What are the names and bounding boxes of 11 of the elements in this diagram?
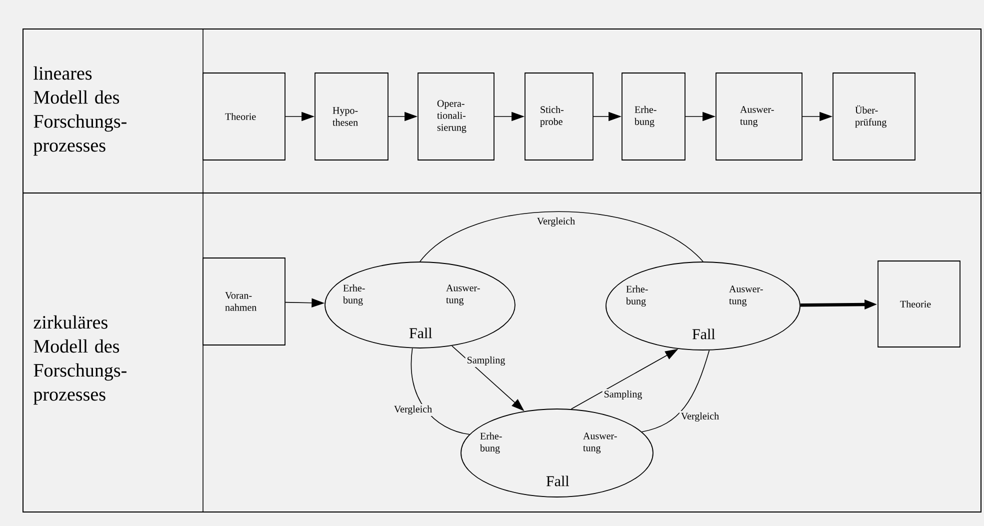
row-header: zirkuläres Modell des Forschungs-prozesses: [34, 315, 126, 405]
process-box: Stich-probe: [524, 72, 594, 160]
process-box: Erhe-bung: [622, 72, 686, 160]
process-box: Opera-tionali-sierung: [418, 72, 494, 160]
process-box: Auswer-tung: [716, 72, 802, 160]
process-box: Theorie: [202, 72, 286, 160]
process-box: Voran-nahmen: [202, 258, 286, 346]
process-box: Hypo-thesen: [314, 72, 388, 160]
process-box: Theorie: [878, 260, 960, 348]
process-box: Über-prüfung: [832, 72, 916, 160]
row-header: lineares Modell des Forschungs-prozesses: [34, 66, 126, 156]
